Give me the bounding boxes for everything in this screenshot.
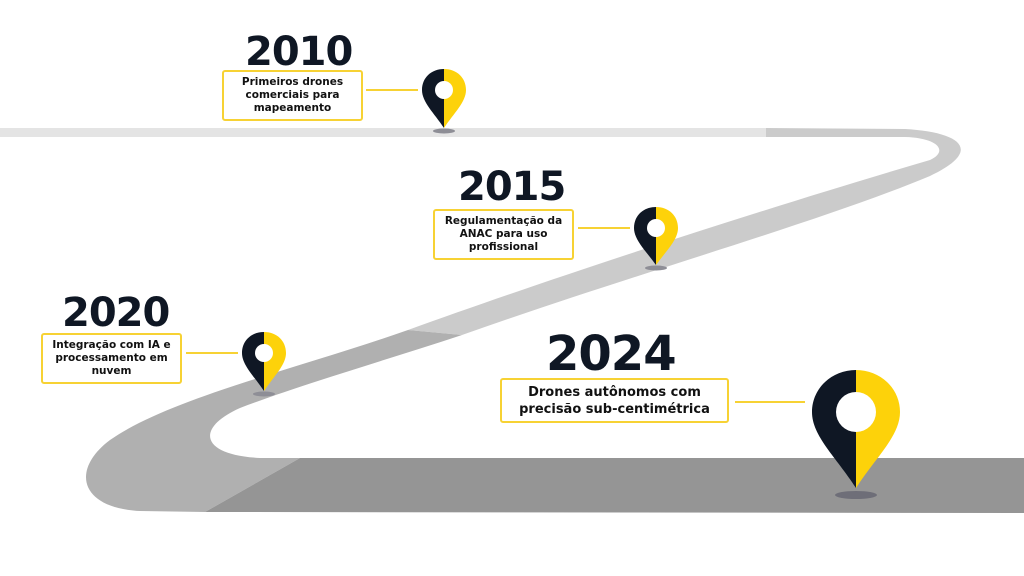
milestone-year-2015: 2015	[458, 164, 566, 210]
map-pin-icon[interactable]	[420, 67, 468, 135]
description-line: nuvem	[91, 365, 132, 377]
milestone-description-2010: Primeiros drones comerciais para mapeame…	[222, 70, 363, 121]
description-line: ANAC para uso	[459, 228, 548, 240]
description-line: mapeamento	[253, 102, 332, 114]
map-pin-icon[interactable]	[810, 368, 902, 500]
map-pin-icon[interactable]	[632, 205, 680, 273]
description-line: comerciais para	[245, 89, 340, 101]
connector-line-2010	[366, 89, 418, 91]
description-line: Regulamentação da	[444, 215, 563, 227]
milestone-description-2015: Regulamentação da ANAC para uso profissi…	[433, 209, 574, 260]
map-pin-icon[interactable]	[240, 330, 288, 398]
milestone-year-2010: 2010	[245, 29, 353, 75]
road-segment-lower-bend	[86, 330, 462, 512]
milestone-description-2020: Integração com IA e processamento em nuv…	[41, 333, 182, 384]
description-line: Integração com IA e	[52, 339, 171, 351]
description-line: precisão sub-centimétrica	[519, 401, 710, 417]
milestone-description-2024: Drones autônomos com precisão sub-centim…	[500, 378, 729, 423]
connector-line-2024	[735, 401, 805, 403]
description-line: processamento em	[55, 352, 168, 364]
description-line: Primeiros drones	[241, 76, 344, 88]
description-line: Drones autônomos com	[528, 384, 701, 400]
connector-line-2020	[186, 352, 238, 354]
road-segment-bottom	[205, 458, 1024, 513]
description-line: profissional	[468, 241, 539, 253]
road-segment-top-light	[0, 128, 766, 137]
milestone-year-2020: 2020	[62, 290, 170, 336]
road-segment-upper-bend	[408, 128, 961, 335]
milestone-year-2024: 2024	[546, 326, 677, 382]
connector-line-2015	[578, 227, 630, 229]
